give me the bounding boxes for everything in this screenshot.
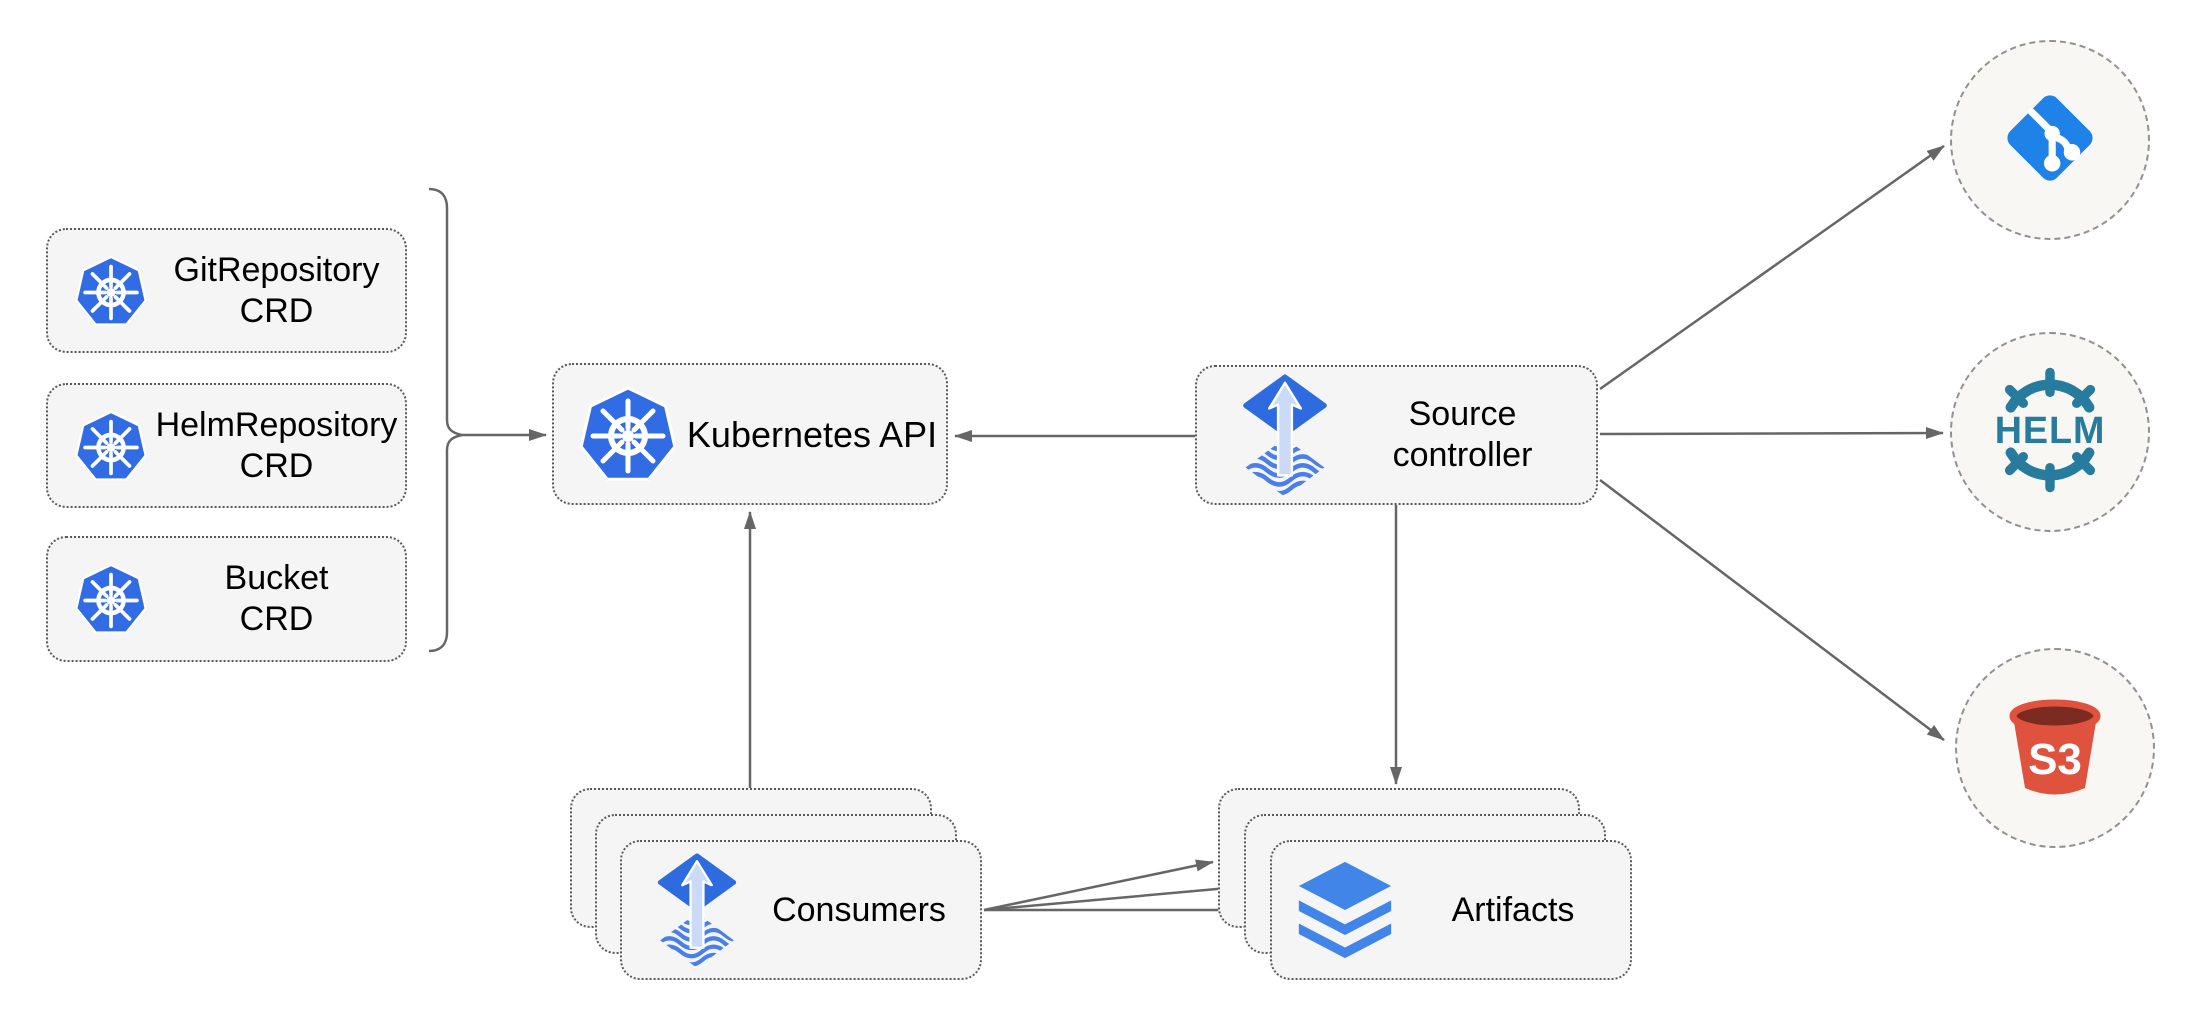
- node-helm-repository-crd: HelmRepository CRD: [46, 383, 407, 508]
- node-s3-source: S3: [1955, 648, 2155, 848]
- node-helm-source: HELM: [1950, 332, 2150, 532]
- label-line1: Bucket: [224, 559, 329, 597]
- label-line2: CRD: [239, 446, 314, 485]
- crd-group-bracket: [428, 187, 463, 653]
- node-label: Bucket CRD: [148, 558, 405, 640]
- helm-logo-text: HELM: [1995, 409, 2106, 451]
- s3-logo-text: S3: [2028, 735, 2082, 784]
- node-bucket-crd: Bucket CRD: [46, 536, 407, 662]
- node-label: Kubernetes API: [686, 413, 938, 455]
- node-label: Consumers: [772, 890, 946, 929]
- kubernetes-icon: [74, 562, 148, 636]
- node-label: Source controller: [1329, 394, 1596, 476]
- node-label: HelmRepository CRD: [148, 405, 405, 487]
- helm-icon: HELM: [1984, 364, 2116, 501]
- node-git-repository-crd: GitRepository CRD: [46, 228, 407, 353]
- kubernetes-icon: [578, 384, 678, 484]
- label-line2: CRD: [239, 291, 314, 330]
- edge-consumers-to-artifacts-2: [983, 882, 1240, 912]
- label-line1: HelmRepository: [155, 405, 398, 444]
- node-source-controller: Source controller: [1195, 365, 1598, 505]
- node-git-source: [1950, 40, 2150, 240]
- kubernetes-icon: [74, 254, 148, 328]
- layers-icon: [1294, 860, 1396, 960]
- label-line1: Source: [1408, 395, 1517, 433]
- node-kubernetes-api: Kubernetes API: [552, 363, 948, 505]
- flux-source-icon: [656, 852, 738, 968]
- edge-source-to-s3: [1599, 479, 1945, 741]
- label-line2: CRD: [239, 600, 314, 638]
- edge-source-to-git: [1599, 144, 1945, 391]
- s3-bucket-icon: S3: [1995, 686, 2115, 811]
- node-label: Artifacts: [1451, 890, 1575, 929]
- edge-source-to-helm: [1599, 427, 1944, 440]
- kubernetes-icon: [74, 409, 148, 483]
- label-line1: GitRepository: [173, 250, 380, 289]
- node-artifacts: Artifacts: [1270, 840, 1632, 980]
- label-line2: controller: [1392, 436, 1533, 474]
- node-label: GitRepository CRD: [148, 250, 405, 332]
- edge-consumers-to-artifacts-1: [983, 859, 1214, 912]
- node-consumers: Consumers: [620, 840, 982, 980]
- flux-source-icon: [1241, 373, 1329, 497]
- git-icon: [1995, 83, 2105, 198]
